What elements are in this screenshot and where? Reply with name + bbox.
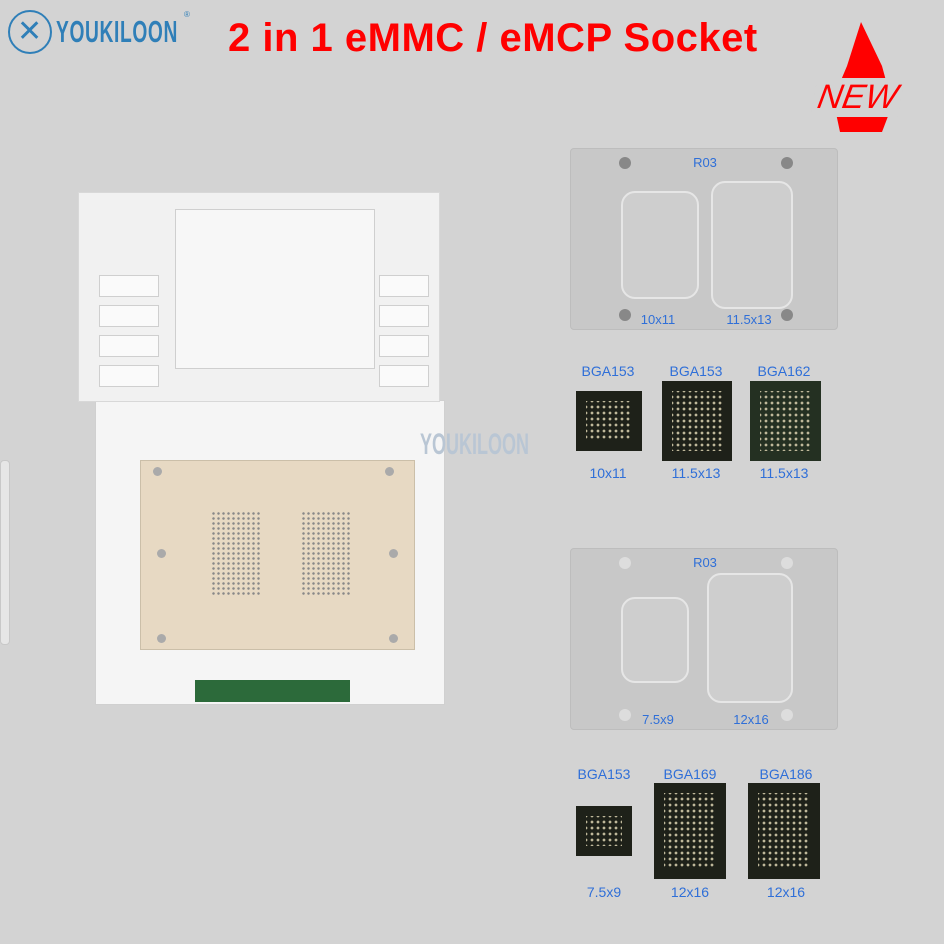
stencil-plate-r03-b: R03 7.5x9 12x16	[570, 548, 838, 730]
chip-bga162-11.5x13	[750, 381, 821, 461]
pcb-connector	[195, 680, 350, 702]
plate-label: R03	[693, 555, 717, 570]
chip-size: 12x16	[670, 884, 710, 900]
new-badge: NEW	[810, 78, 905, 117]
chip-bga186-12x16	[748, 783, 820, 879]
chip-size: 10x11	[589, 465, 627, 481]
plate-size: 10x11	[640, 312, 676, 327]
chip-size: 7.5x9	[586, 884, 622, 900]
plate-size: 12x16	[733, 712, 769, 727]
chip-bga153-10x11	[576, 391, 642, 451]
chip-type: BGA153	[581, 363, 635, 379]
chip-bga153-7.5x9	[576, 806, 632, 856]
chip-type: BGA162	[757, 363, 811, 379]
chip-bga169-12x16	[654, 783, 726, 879]
chip-type: BGA153	[669, 363, 723, 379]
watermark: YOUKILOON	[420, 428, 530, 461]
plate-size: 11.5x13	[726, 312, 772, 327]
side-edge	[0, 460, 10, 645]
plate-label: R03	[693, 155, 717, 170]
socket-lid	[78, 192, 440, 402]
registered-mark: ®	[184, 10, 190, 19]
logo-icon	[8, 10, 52, 54]
chip-type: BGA169	[663, 766, 717, 782]
plate-size: 7.5x9	[642, 712, 674, 727]
chip-type: BGA186	[759, 766, 813, 782]
chip-size: 12x16	[766, 884, 806, 900]
stencil-plate-r03-a: R03 10x11 11.5x13	[570, 148, 838, 330]
chip-bga153-11.5x13	[662, 381, 732, 461]
brand-logo: YOUKILOON	[56, 14, 178, 49]
chip-type: BGA153	[577, 766, 631, 782]
product-title: 2 in 1 eMMC / eMCP Socket	[228, 16, 758, 60]
chip-size: 11.5x13	[671, 465, 721, 481]
socket-adapter-plate	[140, 460, 415, 650]
chip-size: 11.5x13	[759, 465, 809, 481]
